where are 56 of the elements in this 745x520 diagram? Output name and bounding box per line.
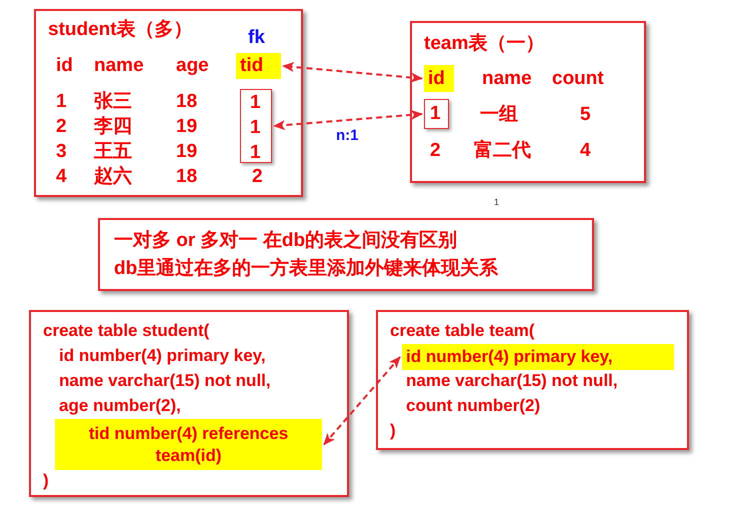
code-line: create table student( xyxy=(43,320,210,342)
highlighted-code: id number(4) primary key, xyxy=(402,344,674,370)
code-line: id number(4) primary key, xyxy=(59,345,266,367)
table-card xyxy=(410,21,646,183)
cell-value: 4 xyxy=(56,166,67,188)
cell-value: 18 xyxy=(176,166,198,188)
cell-value: 张三 xyxy=(94,91,132,113)
column-name: name xyxy=(482,68,532,90)
double-arrow xyxy=(323,356,401,446)
cell-value: 李四 xyxy=(94,116,132,138)
note-text: db里通过在多的一方表里添加外键来体现关系 xyxy=(114,258,498,280)
column-name: age xyxy=(176,55,209,77)
double-arrow xyxy=(282,62,423,82)
code-line: ) xyxy=(43,470,49,492)
double-arrow xyxy=(273,110,423,130)
cell-value: 3 xyxy=(56,141,67,163)
cell-value: 一组 xyxy=(480,104,518,126)
cell-value: 5 xyxy=(580,104,591,126)
cell-value: 19 xyxy=(176,141,198,163)
cell-value: 1 xyxy=(250,92,261,114)
cell-value: 赵六 xyxy=(94,166,132,188)
note-text: 一对多 or 多对一 在db的表之间没有区别 xyxy=(114,230,458,252)
cell-value: 富二代 xyxy=(474,140,531,162)
cell-value: 王五 xyxy=(94,141,132,163)
code-line: age number(2), xyxy=(59,395,181,417)
outlined-values xyxy=(424,99,449,129)
table-card xyxy=(34,9,303,197)
cell-value: 19 xyxy=(176,116,198,138)
table-title: student表（多） xyxy=(48,19,193,41)
sql-code-panel xyxy=(376,310,689,450)
cell-value: 2 xyxy=(252,166,263,188)
code-line: create table team( xyxy=(390,320,535,342)
highlighted-column-name: id xyxy=(424,65,454,92)
cell-value: 18 xyxy=(176,91,198,113)
note-panel xyxy=(98,218,594,291)
highlighted-column-name: tid xyxy=(236,53,281,79)
highlighted-code: tid number(4) references team(id) xyxy=(55,419,322,470)
code-line: count number(2) xyxy=(406,395,540,417)
code-line: name varchar(15) not null, xyxy=(406,370,618,392)
code-line: ) xyxy=(390,420,396,442)
column-name: name xyxy=(94,55,144,77)
fk-label: fk xyxy=(248,27,265,49)
cell-value: 4 xyxy=(580,140,591,162)
cell-value: 2 xyxy=(56,116,67,138)
cell-value: 2 xyxy=(430,140,441,162)
cell-value: 1 xyxy=(56,91,67,113)
column-name: count xyxy=(552,68,604,90)
cell-value: 1 xyxy=(430,103,441,125)
code-line: name varchar(15) not null, xyxy=(59,370,271,392)
sql-code-panel xyxy=(29,310,349,497)
table-title: team表（一） xyxy=(424,33,544,55)
cell-value: 1 xyxy=(250,142,261,164)
cell-value: 1 xyxy=(250,117,261,139)
page-number: 1 xyxy=(494,197,500,207)
column-name: id xyxy=(56,55,73,77)
outlined-values xyxy=(240,89,272,163)
